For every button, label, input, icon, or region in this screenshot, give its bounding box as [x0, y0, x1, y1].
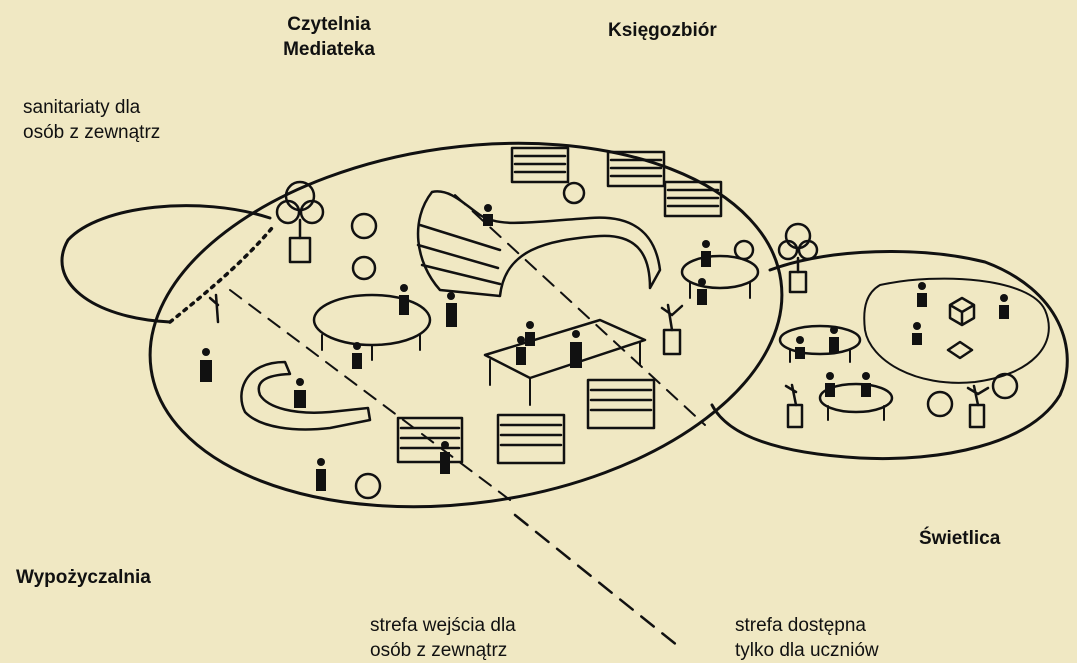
people [200, 204, 1009, 491]
curved-book-wall [416, 190, 662, 298]
inner-play-area-outline [863, 277, 1050, 384]
person [570, 330, 582, 368]
person [483, 204, 493, 226]
divider-dotted-line [168, 226, 274, 324]
label-sanitariaty: sanitariaty dla osób z zewnątrz [23, 97, 161, 143]
reception-desk [240, 360, 372, 431]
entrance-dashed-line [513, 513, 685, 652]
long-table [483, 318, 647, 380]
small-plant [208, 293, 220, 324]
sanitation-zone-outline [60, 204, 272, 324]
label-wypozyczalnia: Wypożyczalnia [16, 567, 151, 588]
potted-tree [777, 222, 819, 294]
divider-dashed-line-diagonal [229, 289, 511, 501]
round-table-common-2 [818, 382, 894, 414]
bookshelves [396, 146, 723, 465]
bookshelf [606, 150, 666, 188]
person [701, 240, 711, 267]
person [352, 342, 362, 369]
person [399, 284, 409, 315]
person [200, 348, 212, 382]
round-table-right [680, 254, 760, 290]
armchairs [350, 181, 1019, 500]
label-ksiegozbior: Księgozbiór [608, 20, 717, 41]
divider-dashed-line-right [454, 194, 706, 426]
label-strefa-wejscia: strefa wejścia dla osób z zewnątrz [370, 615, 516, 661]
common-room-outline [710, 250, 1069, 461]
person [825, 372, 835, 397]
person [440, 441, 450, 474]
person [912, 322, 922, 345]
bookshelf [663, 180, 723, 218]
label-swietlica: Świetlica [919, 528, 1001, 549]
person [999, 294, 1009, 319]
potted-plant [966, 384, 990, 429]
label-czytelnia-mediateka: Czytelnia Mediateka [283, 14, 375, 60]
person [446, 292, 457, 327]
person [525, 321, 535, 346]
round-table-common [778, 324, 862, 356]
label-strefa-dostepna: strefa dostępna tylko dla uczniów [735, 615, 879, 661]
bookshelf [510, 146, 570, 184]
potted-plant [784, 383, 804, 429]
tables [312, 254, 894, 421]
potted-tree [275, 180, 325, 264]
person [829, 326, 839, 353]
person [795, 336, 805, 359]
round-table [312, 293, 432, 347]
main-library-outline [148, 141, 784, 509]
person [697, 278, 707, 305]
plants [208, 180, 990, 429]
play-boxes [946, 296, 976, 360]
person [294, 378, 306, 408]
person [917, 282, 927, 307]
person [861, 372, 871, 397]
bookshelf [586, 378, 656, 430]
potted-plant [660, 303, 684, 356]
bookshelf [496, 413, 566, 465]
bookshelf [396, 416, 464, 464]
person [516, 336, 526, 365]
person [316, 458, 326, 491]
